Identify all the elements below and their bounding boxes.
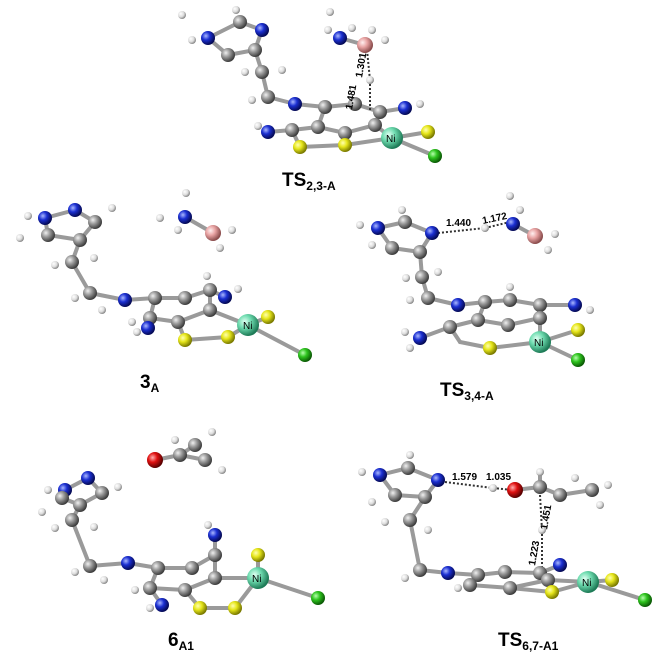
nickel-atom-ts23 [381, 127, 403, 149]
distance-ts34-b: 1.172 [481, 211, 508, 227]
hbond-ts67-c [539, 494, 543, 531]
atoms-ts67 [358, 451, 652, 607]
atoms-3a [16, 189, 312, 362]
label-ts34: TS3,4-A [440, 380, 494, 403]
ni-label-ts23: Ni [386, 134, 395, 145]
nickel-atom-ts34 [529, 331, 551, 353]
label-ts67: TS6,7-A1 [498, 630, 559, 653]
distance-ts67-d: 1.223 [527, 540, 542, 567]
distance-ts23-b: 1.481 [344, 84, 359, 111]
nickel-atom-3a [237, 314, 259, 336]
atoms-ts23 [178, 6, 442, 163]
ni-label-ts67: Ni [582, 578, 591, 589]
ni-label-3a: Ni [243, 321, 252, 332]
ni-label-ts34: Ni [534, 338, 543, 349]
hbond-ts34-b [484, 221, 511, 229]
label-6a1: 6A1 [168, 630, 194, 653]
distance-ts67-b: 1.035 [486, 472, 511, 483]
molecule-ts67: Ni 1.579 1.035 1.451 1.223 [358, 451, 652, 607]
hbond-ts23-a [366, 49, 371, 81]
hbond-ts67-a [444, 481, 494, 489]
molecule-ts34: Ni 1.440 1.172 [356, 192, 594, 367]
label-3a: 3A [140, 372, 160, 395]
distance-ts67-c: 1.451 [539, 504, 554, 531]
distance-ts67-a: 1.579 [452, 472, 477, 483]
bonds-6a1 [60, 443, 320, 610]
distance-ts34-a: 1.440 [446, 218, 471, 229]
distance-ts23-a: 1.301 [354, 52, 369, 79]
nickel-atom-ts67 [577, 571, 599, 593]
molecule-3a: Ni [16, 189, 312, 362]
molecule-6a1: Ni [38, 428, 325, 615]
molecule-ts23: Ni 1.301 1.481 [178, 6, 442, 163]
hbond-ts67-b [492, 487, 513, 491]
ni-label-6a1: Ni [252, 574, 261, 585]
atoms-6a1 [38, 428, 325, 615]
nickel-atom-6a1 [247, 567, 269, 589]
atoms-ts34 [356, 192, 594, 367]
label-ts23: TS2,3-A [282, 170, 336, 193]
